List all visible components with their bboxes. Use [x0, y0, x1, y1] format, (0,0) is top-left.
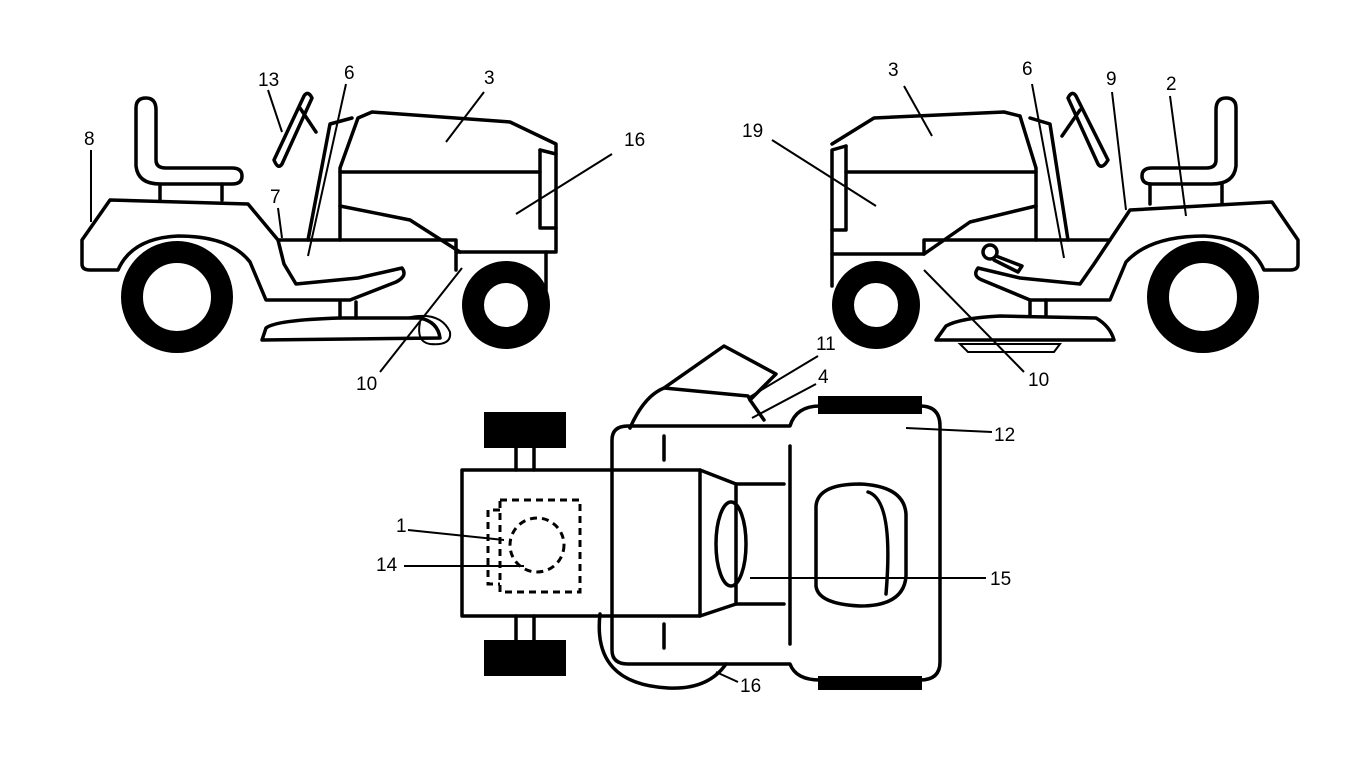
callout-10: 10 [356, 374, 377, 395]
callout-19: 16 [740, 676, 761, 697]
callout-8: 8 [84, 129, 95, 150]
tractor-right-side-view [830, 91, 1300, 353]
callout-4: 4 [818, 367, 829, 388]
callout-11: 11 [816, 334, 836, 355]
callout-13: 13 [258, 70, 279, 91]
callout-labels: 8 13 6 3 16 7 10 3 19 6 9 2 10 11 4 12 1… [84, 59, 1177, 697]
callout-2: 2 [1166, 74, 1177, 95]
callout-6: 6 [344, 63, 355, 84]
callout-3: 3 [888, 60, 899, 81]
callout-16: 19 [742, 121, 763, 142]
leader-lines [90, 83, 1187, 683]
callout-15: 15 [990, 569, 1011, 590]
callout-14: 14 [376, 555, 398, 576]
callout-10: 10 [1028, 370, 1049, 391]
callout-9: 9 [1106, 69, 1117, 90]
callout-16: 16 [624, 130, 645, 151]
tractor-left-side-view [80, 91, 558, 353]
callout-3: 3 [484, 68, 495, 89]
callout-7: 7 [270, 187, 281, 208]
callout-6: 6 [1022, 59, 1033, 80]
callout-1: 1 [396, 516, 407, 537]
callout-12: 12 [994, 425, 1015, 446]
tractor-top-view [460, 344, 942, 690]
